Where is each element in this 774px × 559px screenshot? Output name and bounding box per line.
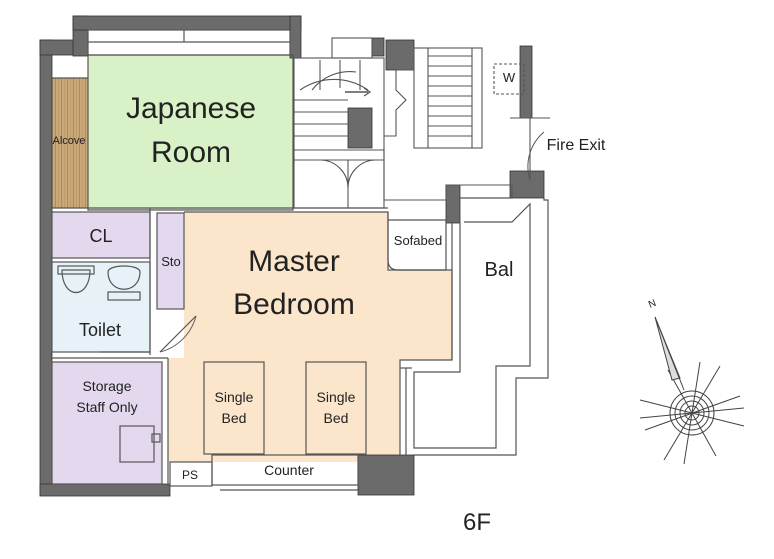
japanese-room-label-2: Room xyxy=(151,136,231,169)
storage-floor xyxy=(52,362,162,486)
toilet-label: Toilet xyxy=(79,320,121,340)
japanese-room-floor xyxy=(88,55,293,210)
closet-floor xyxy=(52,212,150,258)
storage-label: Storage xyxy=(82,378,131,394)
compass-icon: N xyxy=(639,298,745,465)
alcove-floor xyxy=(52,78,88,208)
japanese-room-walls xyxy=(52,29,294,211)
master-bedroom-walls xyxy=(167,211,453,491)
single-bed-2-label: Single xyxy=(317,389,356,405)
alcove-label: Alcove xyxy=(52,135,85,147)
walls xyxy=(39,15,545,497)
washer-label: W xyxy=(503,70,516,85)
closet-label: CL xyxy=(89,226,112,246)
japanese-room-label: Japanese xyxy=(126,92,256,125)
small-storage-floor xyxy=(157,213,184,309)
master-bedroom-floor xyxy=(168,212,452,462)
fire-exit-label: Fire Exit xyxy=(547,137,606,154)
small-storage-label: Sto xyxy=(161,254,181,269)
master-bedroom-label-2: Bedroom xyxy=(233,288,355,321)
master-bedroom-label: Master xyxy=(248,245,340,278)
single-bed-2-label-2: Bed xyxy=(324,410,349,426)
compass-north-label: N xyxy=(647,298,658,311)
toilet-floor xyxy=(52,262,150,352)
single-bed-1-label: Single xyxy=(215,389,254,405)
single-bed-1-label-2: Bed xyxy=(222,410,247,426)
floor-label: 6F xyxy=(463,509,491,536)
counter-label: Counter xyxy=(264,462,314,478)
balcony-outline xyxy=(413,185,549,456)
storage-label-2: Staff Only xyxy=(76,399,137,415)
sofabed-label: Sofabed xyxy=(394,233,442,248)
pipe-space-label: PS xyxy=(182,468,198,482)
balcony-label: Bal xyxy=(485,259,514,281)
labels: Japanese Room Alcove CL Toilet Storage S… xyxy=(52,70,605,536)
fire-stair xyxy=(383,47,550,201)
service-rooms xyxy=(51,207,388,485)
